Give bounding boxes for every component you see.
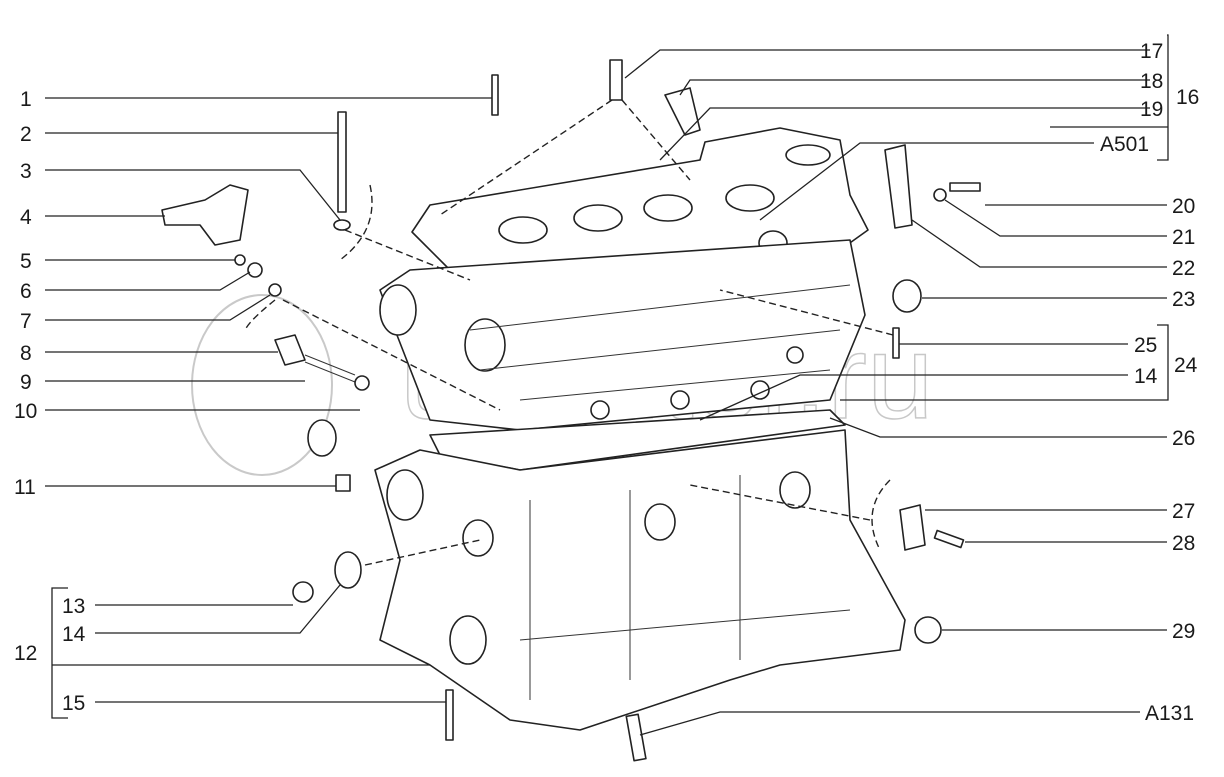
callout-label: 3 [20, 160, 32, 183]
callout-label: 12 [14, 642, 37, 665]
callout-label: 20 [1172, 195, 1195, 218]
grouping-arc [871, 479, 891, 551]
cylinder-block [374, 429, 906, 731]
grouping-arc [244, 299, 276, 331]
head-gasket [429, 409, 846, 471]
callout-label: 25 [1134, 334, 1157, 357]
callout-label: 19 [1140, 98, 1163, 121]
callout-label: 10 [14, 400, 37, 423]
callout-label: A501 [1100, 133, 1149, 156]
callout-label: 26 [1172, 427, 1195, 450]
callout-label: 8 [20, 342, 32, 365]
callout-label: 6 [20, 280, 32, 303]
callout-label: 14 [62, 623, 86, 646]
callout-label: 15 [62, 692, 85, 715]
callout-label: 9 [20, 371, 32, 394]
callout-label: 16 [1176, 86, 1199, 109]
leader-lines-left [45, 97, 492, 719]
callout-label: 5 [20, 250, 32, 273]
callout-label: 27 [1172, 500, 1195, 523]
callout-label: 18 [1140, 70, 1163, 93]
callout-label: 22 [1172, 257, 1195, 280]
callout-label: 21 [1172, 226, 1195, 249]
callout-label: 7 [20, 310, 32, 333]
callout-label: 14 [1134, 365, 1158, 388]
callout-label: 2 [20, 123, 32, 146]
callout-label: A131 [1145, 702, 1194, 725]
loose-parts [161, 59, 981, 762]
right-labels: 17 18 19 16 A501 20 21 22 23 25 24 14 26… [1100, 40, 1199, 725]
cylinder-head [379, 239, 866, 431]
callout-label: 23 [1172, 288, 1195, 311]
callout-label: 1 [20, 88, 32, 111]
callout-label: 28 [1172, 532, 1195, 555]
callout-label: 17 [1140, 40, 1163, 63]
callout-label: 11 [14, 476, 36, 499]
callout-label: 4 [20, 206, 32, 229]
callout-label: 13 [62, 595, 85, 618]
callout-label: 29 [1172, 620, 1195, 643]
callout-label: 24 [1174, 354, 1198, 377]
leader-lines-right [624, 34, 1169, 736]
left-labels: 1 2 3 4 5 6 7 8 9 10 11 13 14 12 15 [14, 88, 86, 715]
